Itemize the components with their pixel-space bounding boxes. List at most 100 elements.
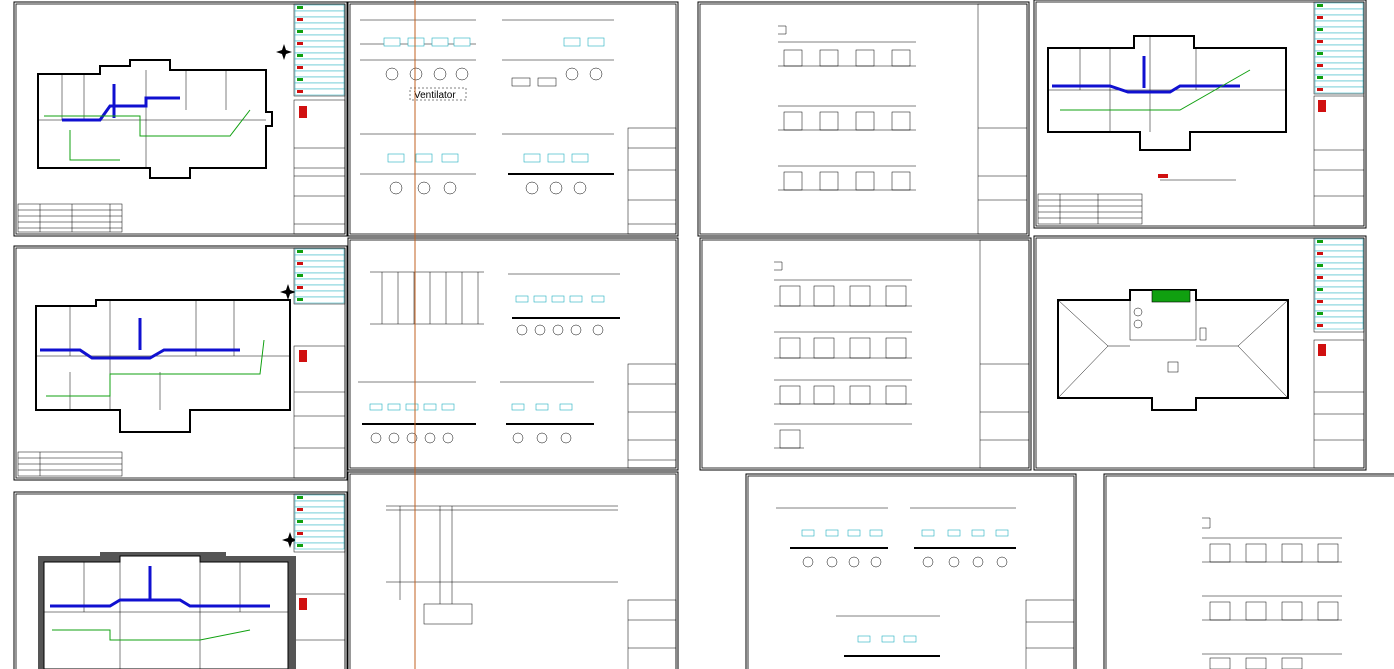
legend-row bbox=[1314, 56, 1364, 64]
legend-swatch bbox=[1317, 264, 1323, 267]
legend-row bbox=[1314, 244, 1364, 252]
legend-swatch bbox=[297, 496, 303, 499]
legend-swatch bbox=[1317, 240, 1323, 243]
distribution-bus-a bbox=[370, 271, 484, 325]
legend-swatch bbox=[1317, 288, 1323, 291]
legend-row bbox=[1314, 86, 1364, 94]
legend-row bbox=[1314, 322, 1364, 330]
sheet-floor-plan-2 bbox=[13, 245, 348, 481]
legend-swatch bbox=[1317, 276, 1323, 279]
circuit-row bbox=[778, 25, 916, 67]
legend-swatch bbox=[297, 6, 303, 9]
legend-row bbox=[294, 542, 345, 550]
legend-row bbox=[294, 22, 345, 30]
circuit-row bbox=[778, 105, 916, 131]
legend-swatch bbox=[297, 54, 303, 57]
legend-swatch bbox=[1317, 28, 1323, 31]
legend-swatch bbox=[1317, 312, 1323, 315]
legend-swatch bbox=[1317, 88, 1323, 91]
legend-row bbox=[294, 278, 345, 286]
legend-swatch bbox=[1317, 16, 1323, 19]
motor-group-f bbox=[358, 381, 476, 444]
legend-row bbox=[1314, 20, 1364, 28]
motor-group-c bbox=[360, 133, 476, 195]
sheet-panel-schematic-2 bbox=[347, 237, 679, 471]
legend-row bbox=[1314, 292, 1364, 300]
legend-row bbox=[294, 290, 345, 298]
legend-swatch bbox=[1317, 40, 1323, 43]
legend-row bbox=[294, 524, 345, 532]
north-arrow-icon bbox=[282, 532, 298, 548]
title-block bbox=[293, 99, 346, 235]
legend-swatch bbox=[297, 274, 303, 277]
legend-row bbox=[1314, 68, 1364, 76]
building-plan bbox=[37, 59, 273, 179]
schedule-table bbox=[17, 203, 123, 233]
legend-swatch bbox=[1317, 4, 1323, 7]
logo-icon bbox=[299, 598, 307, 610]
legend-row bbox=[294, 266, 345, 274]
sheet-single-line-2 bbox=[699, 237, 1032, 471]
legend-swatch bbox=[1317, 76, 1323, 79]
legend-row bbox=[294, 34, 345, 42]
sheet-floor-plan-1 bbox=[13, 1, 348, 237]
legend-swatch bbox=[297, 508, 303, 511]
north-arrow-icon bbox=[276, 44, 292, 60]
legend-row bbox=[1314, 44, 1364, 52]
legend-row bbox=[1314, 80, 1364, 88]
legend-swatch bbox=[297, 262, 303, 265]
legend-row bbox=[1314, 8, 1364, 16]
legend-row bbox=[294, 536, 345, 544]
legend-swatch bbox=[297, 78, 303, 81]
legend-row bbox=[1314, 316, 1364, 324]
circuit-row bbox=[778, 165, 916, 191]
legend-row bbox=[294, 70, 345, 78]
motor-group-e bbox=[508, 273, 620, 336]
legend-swatch bbox=[297, 30, 303, 33]
logo-icon bbox=[1318, 100, 1326, 112]
legend-swatch bbox=[297, 286, 303, 289]
legend-swatch bbox=[1317, 252, 1323, 255]
legend-row bbox=[294, 82, 345, 90]
motor-group-b bbox=[502, 19, 614, 87]
legend-row bbox=[294, 500, 345, 508]
legend-swatch bbox=[1317, 300, 1323, 303]
legend-swatch bbox=[297, 544, 303, 547]
logo-icon bbox=[299, 350, 307, 362]
sheet-roof-plan bbox=[1033, 235, 1367, 471]
motor-group-a: Ventilator bbox=[360, 19, 476, 101]
sheet-panel-schematic-3 bbox=[745, 473, 1077, 669]
logo-icon bbox=[299, 106, 307, 118]
legend-swatch bbox=[297, 250, 303, 253]
legend-swatch bbox=[297, 298, 303, 301]
legend-swatch bbox=[297, 90, 303, 93]
legend-row bbox=[294, 46, 345, 54]
sheet-panel-schematic-1: Ventilator bbox=[347, 1, 679, 237]
legend-swatch bbox=[297, 66, 303, 69]
legend-row bbox=[1314, 268, 1364, 276]
sheet-single-line-3 bbox=[1103, 473, 1394, 669]
legend-row bbox=[294, 88, 345, 96]
legend-row bbox=[1314, 280, 1364, 288]
sheet-floor-plan-4 bbox=[1033, 0, 1367, 229]
ventilator-label: Ventilator bbox=[414, 90, 456, 101]
legend-swatch bbox=[297, 520, 303, 523]
legend-row bbox=[1314, 304, 1364, 312]
legend-swatch bbox=[297, 532, 303, 535]
legend-row bbox=[294, 58, 345, 66]
sheet-single-line-1 bbox=[697, 1, 1030, 237]
legend-row bbox=[294, 512, 345, 520]
legend-row bbox=[294, 254, 345, 262]
sheet-floor-plan-3 bbox=[13, 491, 348, 669]
legend-swatch bbox=[1317, 64, 1323, 67]
legend-row bbox=[294, 296, 345, 304]
logo-icon bbox=[1318, 344, 1326, 356]
north-arrow-icon bbox=[280, 284, 296, 300]
legend-swatch bbox=[1317, 324, 1323, 327]
legend-grids bbox=[294, 2, 1364, 550]
legend-row bbox=[294, 10, 345, 18]
legend-swatch bbox=[1317, 52, 1323, 55]
motor-group-g bbox=[500, 381, 594, 444]
legend-swatch bbox=[297, 18, 303, 21]
